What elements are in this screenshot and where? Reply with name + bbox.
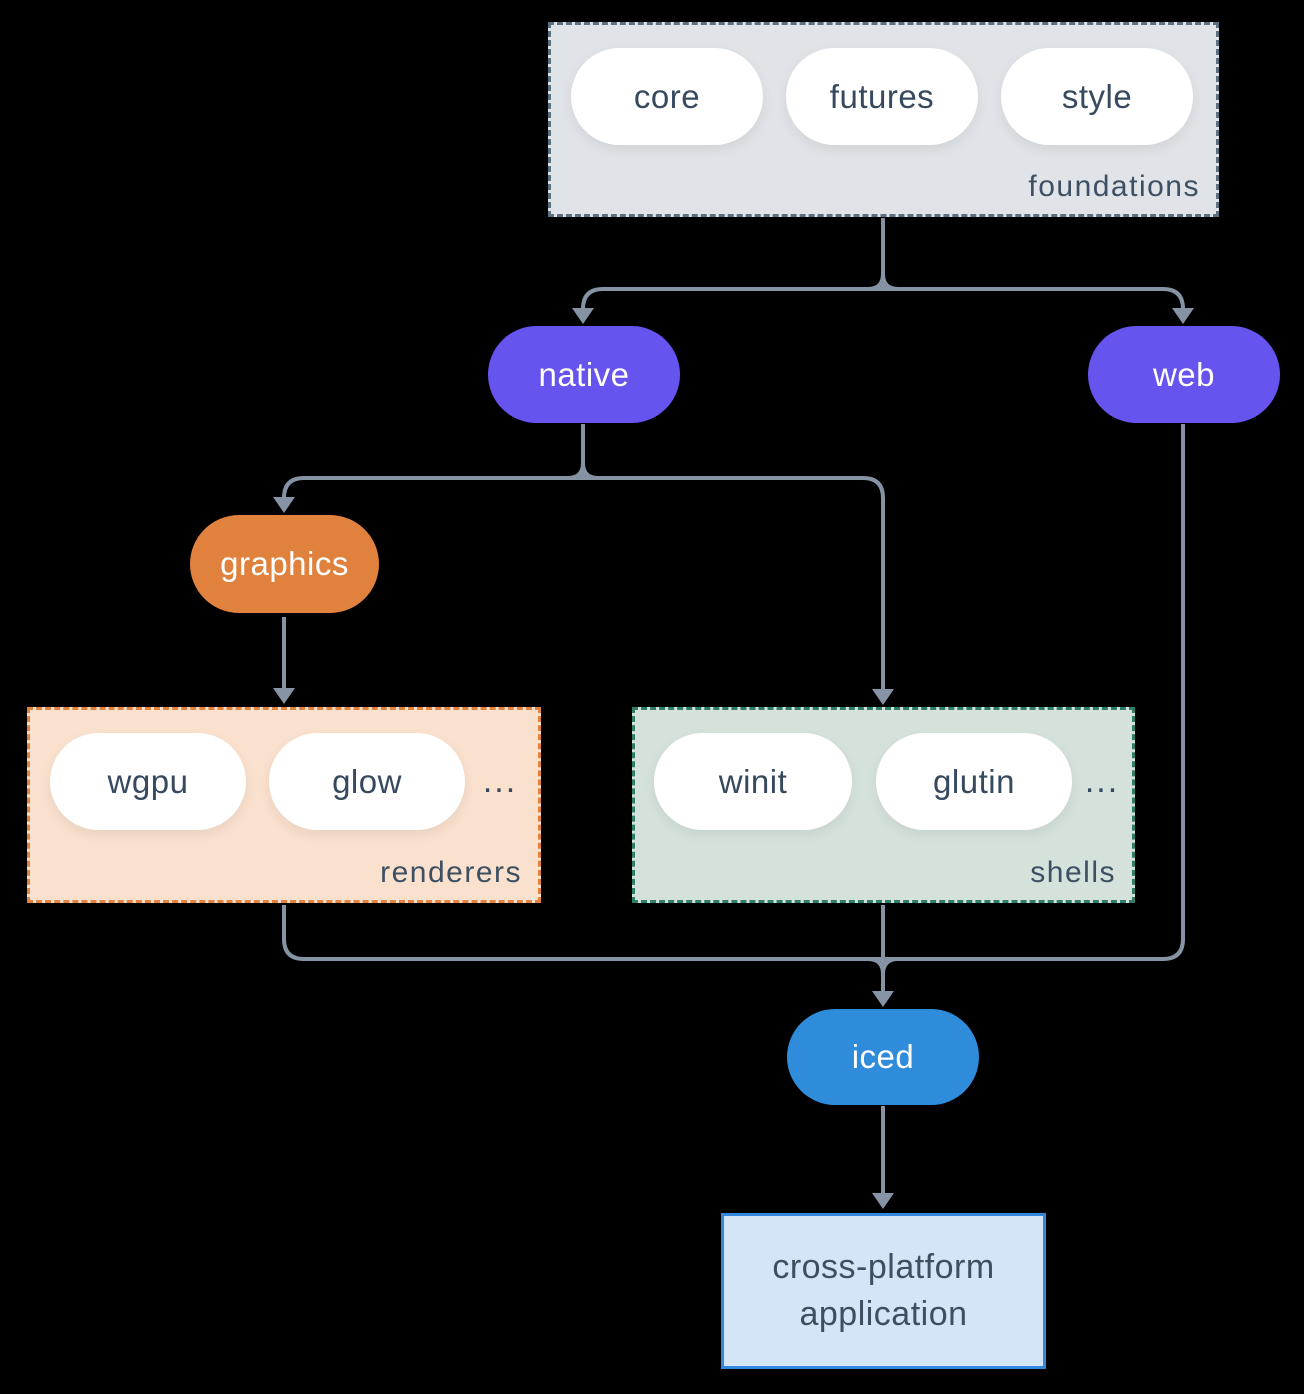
node-wgpu: wgpu — [50, 733, 246, 830]
node-core: core — [571, 48, 763, 145]
foundations-group-label: foundations — [1028, 170, 1200, 203]
node-iced: iced — [787, 1009, 979, 1105]
node-cross-platform-application: cross-platform application — [721, 1213, 1046, 1369]
app-label-line1: cross-platform — [772, 1248, 995, 1286]
arrowhead-app — [872, 1193, 894, 1209]
edge-native-split — [282, 476, 885, 691]
node-glow: glow — [269, 733, 465, 830]
edge-merge-bar — [282, 424, 1185, 961]
shells-ellipsis: ... — [1084, 762, 1120, 800]
junction-fillet-native — [567, 462, 599, 480]
junction-fillet-top — [867, 273, 899, 291]
renderers-group-label: renderers — [380, 856, 522, 889]
renderers-ellipsis: ... — [482, 762, 518, 800]
node-winit: winit — [654, 733, 852, 830]
arrowhead-web — [1172, 308, 1194, 324]
node-futures: futures — [786, 48, 978, 145]
node-graphics: graphics — [190, 515, 379, 613]
edge-split-native-web — [581, 287, 1185, 310]
app-label-line2: application — [799, 1295, 968, 1333]
arrowhead-renderers — [273, 688, 295, 704]
node-style: style — [1001, 48, 1193, 145]
node-glutin: glutin — [876, 733, 1072, 830]
arrowhead-iced — [872, 991, 894, 1007]
arrowhead-shells — [872, 689, 894, 705]
shells-group-label: shells — [1030, 856, 1116, 889]
node-native: native — [488, 326, 680, 423]
arrowhead-graphics — [273, 497, 295, 513]
arrowhead-native — [572, 308, 594, 324]
node-web: web — [1088, 326, 1280, 423]
